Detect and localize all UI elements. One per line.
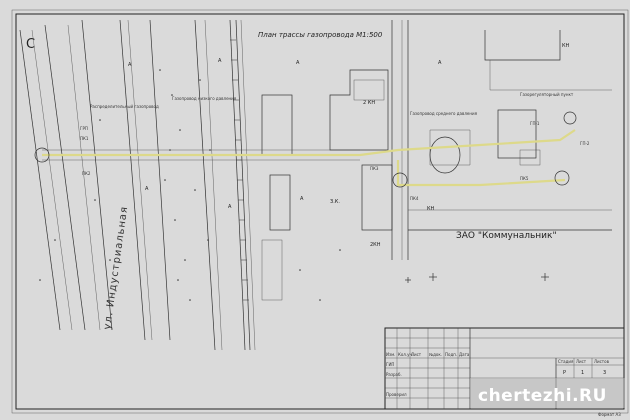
- svg-text:ГРП: ГРП: [80, 126, 88, 131]
- building-label-2: З.К.: [330, 199, 340, 205]
- pipeline-nodes: [34, 111, 577, 188]
- svg-text:Р: Р: [563, 370, 566, 376]
- svg-text:Газорегуляторный пункт: Газорегуляторный пункт: [520, 92, 574, 97]
- svg-text:ПК4: ПК4: [410, 196, 419, 201]
- svg-text:Изм.: Изм.: [386, 352, 395, 357]
- svg-text:ПК2: ПК2: [82, 171, 91, 176]
- corner-letter: С: [26, 37, 35, 52]
- watermark: chertezhi.RU: [478, 386, 607, 406]
- building-label-1: 2 КН: [363, 100, 375, 106]
- building-label-3: 2КН: [370, 242, 381, 248]
- svg-text:№док.: №док.: [429, 352, 442, 357]
- zone-letters: А А А А А А А: [128, 58, 442, 210]
- svg-text:А: А: [296, 60, 300, 66]
- title-block-labels: Изм. Кол.уч. Лист №док. Подп. Дата ГИП Р…: [386, 352, 621, 417]
- svg-text:Лист: Лист: [576, 359, 587, 364]
- building-label-4: КН: [562, 43, 570, 49]
- svg-text:А: А: [145, 186, 149, 192]
- svg-text:3: 3: [603, 370, 606, 376]
- svg-text:А: А: [438, 60, 442, 66]
- svg-text:Газопровод среднего давления: Газопровод среднего давления: [410, 111, 478, 116]
- svg-text:Кол.уч.: Кол.уч.: [398, 352, 413, 357]
- svg-text:А: А: [228, 204, 232, 210]
- svg-text:Подп.: Подп.: [445, 352, 457, 357]
- drawing-frame: [15, 13, 625, 410]
- svg-text:1: 1: [581, 370, 584, 376]
- svg-text:А: А: [218, 58, 222, 64]
- grid-crosses: [405, 273, 549, 283]
- svg-text:ГП-2: ГП-2: [580, 141, 590, 146]
- rail-hatching: [230, 39, 249, 301]
- format-label: Формат А3: [598, 412, 621, 417]
- svg-text:Лист: Лист: [411, 352, 422, 357]
- svg-text:Распределительный газопровод: Распределительный газопровод: [90, 104, 159, 109]
- svg-text:Проверил: Проверил: [386, 392, 407, 397]
- route-annotations: Распределительный газопровод Газопровод …: [90, 92, 574, 116]
- svg-text:ГИП: ГИП: [386, 362, 394, 367]
- svg-text:Листов: Листов: [594, 359, 610, 364]
- svg-text:Дата: Дата: [459, 352, 470, 357]
- company-label: ЗАО "Коммунальник": [456, 231, 557, 241]
- svg-text:Газопровод низкого давления: Газопровод низкого давления: [172, 96, 237, 101]
- svg-text:ПК3: ПК3: [370, 166, 379, 171]
- svg-text:ПК5: ПК5: [520, 176, 529, 181]
- svg-text:ГП-1: ГП-1: [530, 121, 540, 126]
- title-block: [384, 327, 625, 410]
- sheet-border: [11, 9, 629, 414]
- kn-label: КН: [427, 206, 435, 212]
- svg-text:ПК1: ПК1: [80, 136, 89, 141]
- watermark-backdrop: [470, 378, 625, 408]
- svg-text:Стадия: Стадия: [558, 359, 574, 364]
- drawing-title: План трассы газопровода М1:500: [258, 31, 383, 39]
- node-labels: ГРП ПК1 ПК2 ПК3 ПК4 ПК5 ГП-1 ГП-2: [80, 121, 590, 201]
- gas-pipeline: [42, 129, 576, 187]
- street-lines: [19, 19, 256, 351]
- survey-points: [39, 69, 341, 301]
- svg-text:А: А: [300, 196, 304, 202]
- right-side-roads: [391, 20, 612, 260]
- svg-text:А: А: [128, 62, 132, 68]
- svg-text:Разраб.: Разраб.: [386, 372, 402, 377]
